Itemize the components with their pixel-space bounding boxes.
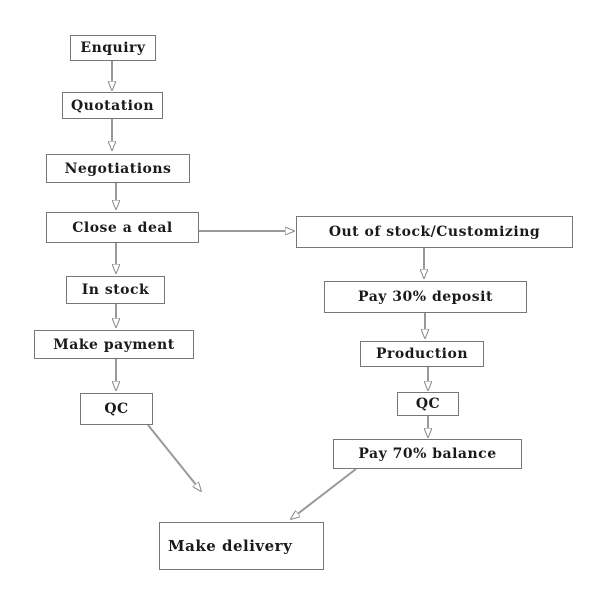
node-negotiations: Negotiations	[46, 154, 190, 183]
node-qc-right: QC	[397, 392, 459, 416]
node-production: Production	[360, 341, 484, 367]
node-label: Production	[375, 346, 469, 362]
node-pay-balance: Pay 70% balance	[333, 439, 522, 469]
arrow-pay-balance-to-delivery	[291, 468, 357, 519]
node-pay-deposit: Pay 30% deposit	[324, 281, 527, 313]
node-make-delivery: Make delivery	[159, 522, 324, 570]
node-qc-left: QC	[80, 393, 153, 425]
node-out-of-stock: Out of stock/Customizing	[296, 216, 573, 248]
node-label: Pay 70% balance	[358, 446, 497, 462]
node-make-payment: Make payment	[34, 330, 194, 359]
node-label: Enquiry	[80, 40, 146, 56]
node-label: Close a deal	[72, 219, 173, 236]
arrow-qc-left-to-delivery	[147, 424, 201, 491]
node-label: QC	[415, 396, 441, 412]
node-label: In stock	[81, 282, 150, 298]
node-quotation: Quotation	[62, 92, 163, 119]
node-label: Make payment	[53, 336, 175, 353]
node-label: Make delivery	[168, 537, 293, 555]
node-label: Negotiations	[64, 160, 172, 177]
node-close-deal: Close a deal	[46, 212, 199, 243]
node-label: Out of stock/Customizing	[328, 224, 541, 240]
node-in-stock: In stock	[66, 276, 165, 304]
node-label: QC	[104, 401, 129, 417]
node-enquiry: Enquiry	[70, 35, 156, 61]
node-label: Pay 30% deposit	[358, 289, 493, 305]
node-label: Quotation	[70, 97, 155, 114]
